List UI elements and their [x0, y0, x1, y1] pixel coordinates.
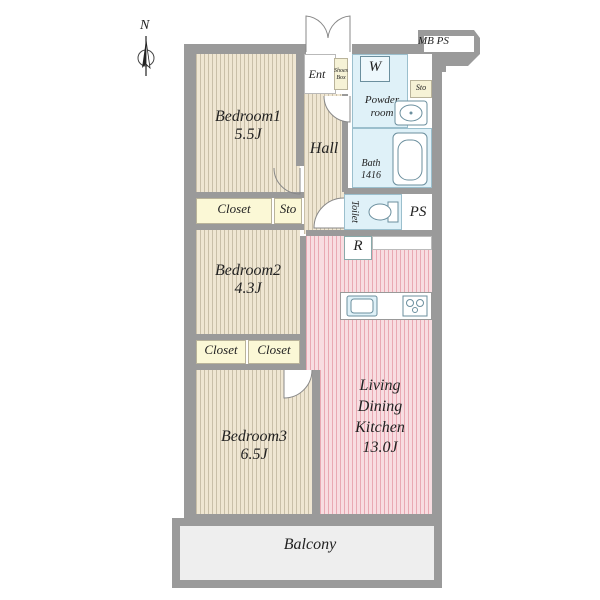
wall-bedroom2-top: [196, 224, 306, 230]
wall-bedroom3-top: [196, 364, 306, 370]
ldk-size: 13.0J: [362, 439, 398, 457]
ldk-floor-left: [306, 236, 322, 370]
ldk-line2: Dining: [357, 397, 403, 415]
north-label: N: [140, 18, 150, 33]
closet-2-label: Closet: [204, 342, 238, 357]
sto-1-label: Sto: [279, 201, 297, 216]
closet-2: [196, 340, 246, 364]
sto-1: [274, 198, 302, 224]
bedroom1-size: 5.5J: [234, 126, 262, 144]
closet-1: [196, 198, 272, 224]
powder-room-line2: room: [370, 106, 394, 119]
toilet-label: Toilet: [348, 200, 360, 223]
door-swing-icon: [313, 197, 345, 229]
sto-small-label: Sto: [415, 83, 427, 92]
ldk-line1: Living: [359, 377, 401, 394]
wall-ldk-left: [300, 236, 306, 370]
toilet-icon: [368, 201, 399, 223]
bedroom3-name: Bedroom3: [220, 428, 288, 445]
bedroom1-label: Bedroom1 5.5J: [200, 108, 296, 145]
outer-wall-left: [184, 44, 196, 522]
mbps-box: MB PS: [410, 26, 482, 72]
sto-small: [410, 80, 432, 98]
sink-icon: [394, 100, 428, 126]
bedroom1-floor: [196, 54, 300, 192]
wall-bedroom2-bottom: [196, 334, 306, 340]
ldk-label: Living Dining Kitchen 13.0J: [336, 376, 424, 459]
ldk-floor: [320, 236, 432, 514]
bedroom2-size: 4.3J: [234, 280, 262, 298]
wall-bedroom3-right: [312, 370, 320, 514]
ps-box: [402, 194, 432, 230]
outer-wall-top: [184, 44, 306, 54]
bedroom3-label: Bedroom3 6.5J: [204, 428, 304, 465]
outer-wall-top-right: [352, 44, 442, 54]
bedroom2-name: Bedroom2: [214, 262, 282, 279]
bath-label: Bath 1416: [356, 158, 386, 181]
north-compass: N: [128, 18, 164, 76]
powder-room-label: Powder room: [356, 94, 408, 119]
door-swing-icon: [283, 369, 313, 399]
door-swing-icon: [273, 167, 301, 195]
refrigerator-label: R: [353, 238, 363, 254]
bedroom2-floor: [196, 230, 300, 334]
washer-label: W: [368, 59, 382, 75]
north-arrow-icon: [137, 36, 155, 76]
stove-icon: [402, 295, 428, 317]
shoes-box-label: Shoes Box: [334, 68, 348, 81]
bath-line2: 1416: [361, 169, 381, 181]
closet-3-label: Closet: [257, 342, 291, 357]
bathtub-icon: [392, 132, 428, 186]
wall-bedroom1-bottom: [196, 192, 306, 198]
kitchen-shelf: [372, 236, 432, 250]
entrance-label: Ent: [308, 67, 326, 81]
ps-label: PS: [409, 204, 427, 220]
bath-line1: Bath: [361, 158, 381, 169]
door-swing-icon: [323, 95, 351, 123]
washer-box: [360, 56, 390, 82]
bedroom2-label: Bedroom2 4.3J: [200, 262, 296, 299]
ldk-line3: Kitchen: [355, 418, 405, 436]
wall-ldk-top: [306, 230, 442, 236]
closet-1-label: Closet: [217, 201, 251, 216]
shoes-box: [334, 58, 348, 90]
bedroom3-size: 6.5J: [240, 446, 268, 464]
balcony: [172, 518, 442, 588]
outer-wall-right: [432, 44, 442, 522]
powder-room-line1: Powder: [364, 94, 400, 106]
bedroom1-name: Bedroom1: [214, 108, 282, 125]
wall-hall-right: [342, 94, 348, 192]
hall-label: Hall: [309, 140, 339, 157]
refrigerator: [344, 236, 372, 260]
entrance-door-icon: [305, 15, 351, 52]
mbps-label: MB PS: [418, 35, 449, 47]
wall-bath-bottom: [344, 188, 442, 194]
kitchen-sink-icon: [346, 295, 378, 317]
balcony-label: Balcony: [283, 536, 337, 553]
bedroom1-wall-right: [296, 54, 304, 166]
closet-3: [248, 340, 300, 364]
